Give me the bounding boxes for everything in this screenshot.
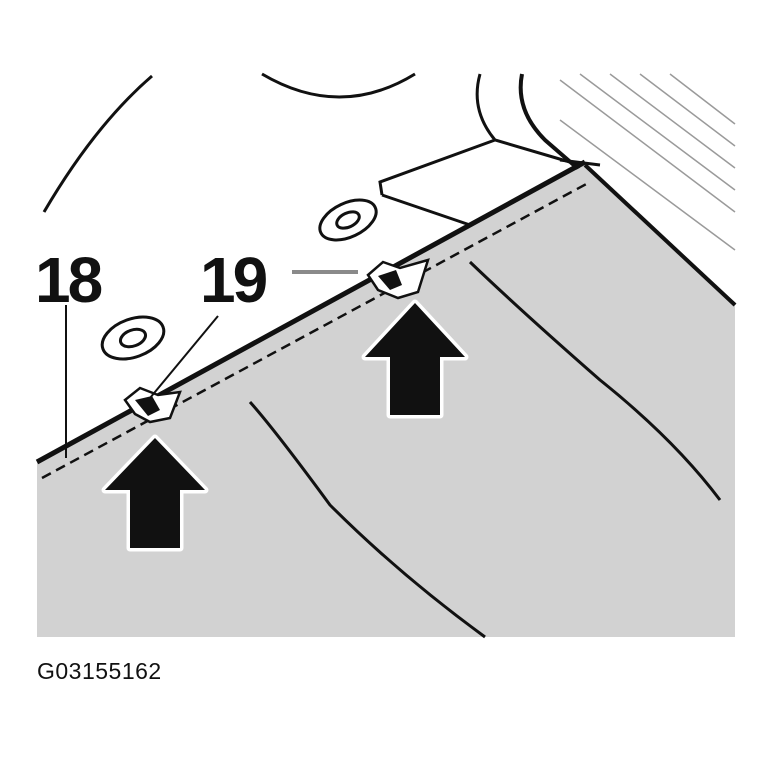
arrow-up-icon	[101, 434, 209, 552]
left-arc-line	[42, 74, 153, 213]
window-frame-inner	[518, 73, 737, 307]
contour-line-left	[248, 401, 486, 639]
trim-panel	[37, 165, 735, 637]
clip-lower-body	[135, 396, 160, 416]
arrow-lower	[101, 434, 209, 552]
mounting-hole-lower	[100, 315, 166, 361]
mounting-hole-upper-inner	[335, 210, 361, 230]
mounting-hole-upper	[318, 198, 378, 242]
arrow-up-icon	[361, 299, 469, 419]
panel-seam-dashed	[41, 180, 591, 480]
figure-id-label: G03155162	[37, 658, 162, 684]
mounting-holes	[100, 198, 378, 361]
callout-18: 18	[35, 244, 102, 316]
panel-top-edge	[35, 159, 587, 465]
arrow-upper	[361, 299, 469, 419]
clip-upper-body	[378, 270, 402, 290]
bracket-line-lower	[381, 193, 471, 227]
mounting-hole-lower-inner	[118, 327, 148, 349]
retaining-clips	[123, 258, 430, 424]
contour-line-right	[468, 260, 722, 501]
window-glass-hatch	[559, 73, 736, 251]
leader-line-19	[149, 315, 219, 399]
panel-right-edge	[583, 163, 737, 307]
callout-19: 19	[200, 244, 267, 316]
bracket-line-upper	[378, 138, 496, 196]
panel-contours	[248, 260, 722, 639]
top-curve-line	[261, 72, 416, 99]
background-structure	[42, 72, 737, 307]
